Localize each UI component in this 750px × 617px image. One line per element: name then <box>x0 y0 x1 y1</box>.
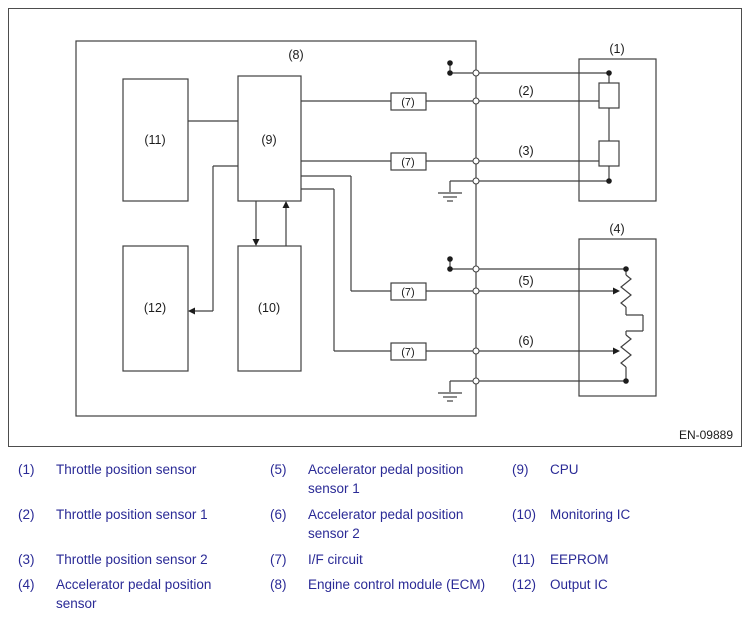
monitoring-ic-box <box>237 245 302 372</box>
legend-item-number: (4) <box>18 577 35 593</box>
legend-item-number: (12) <box>512 577 537 593</box>
ref-code: EN-09889 <box>679 428 733 442</box>
schematic-diagram: (8) (11) (9) (12) (10) (7) (7) (7) (7) (… <box>75 40 733 442</box>
legend-item: (2) Throttle position sensor 1 <box>18 506 270 544</box>
eeprom-box <box>122 78 189 202</box>
resistor-element-2 <box>598 140 620 167</box>
legend-item-label: Throttle position sensor 1 <box>56 506 208 522</box>
legend-item-label: Engine control module (ECM) <box>308 577 486 593</box>
legend-item-label: Output IC <box>550 577 608 593</box>
monitoring-ic-label: (10) <box>258 301 280 315</box>
junction-dots <box>447 60 629 384</box>
legend-item-label: Monitoring IC <box>550 506 631 522</box>
cpu-box <box>237 75 302 202</box>
cpu-output-ic-route <box>188 165 238 315</box>
legend-item-label: Accelerator pedal position sensor 2 <box>308 506 464 541</box>
ground-symbol-top <box>438 192 462 202</box>
cpu-monitoring-arrows <box>252 201 290 246</box>
legend-item: (7) I/F circuit <box>270 551 512 570</box>
legend-item-label: CPU <box>550 462 579 477</box>
legend-item-number: (6) <box>270 506 287 522</box>
legend-item-number: (8) <box>270 577 287 593</box>
throttle-sensor-internals <box>598 73 620 181</box>
diagram-frame: (8) (11) (9) (12) (10) (7) (7) (7) (7) (… <box>8 8 742 447</box>
eeprom-label: (11) <box>144 133 165 147</box>
legend-item-label: EEPROM <box>550 551 609 567</box>
legend-item-number: (3) <box>18 551 35 567</box>
legend-item-label: Accelerator pedal position sensor 1 <box>308 462 464 496</box>
legend: (1) Throttle position sensor (5) Acceler… <box>8 447 742 614</box>
throttle-sensor-label: (1) <box>609 42 624 56</box>
legend-item-number: (10) <box>512 506 537 522</box>
legend-item: (12) Output IC <box>512 576 740 614</box>
potentiometer-1 <box>620 274 632 308</box>
legend-item-label: I/F circuit <box>308 551 363 567</box>
ecm-label: (8) <box>288 48 303 62</box>
if-circuit-label-2: (7) <box>401 157 414 169</box>
wire-label-throttle-1: (2) <box>518 84 533 98</box>
legend-item-number: (5) <box>270 462 287 477</box>
legend-item: (8) Engine control module (ECM) <box>270 576 512 614</box>
cpu-label: (9) <box>261 133 276 147</box>
potentiometer-2 <box>620 334 632 368</box>
legend-item: (11) EEPROM <box>512 551 740 570</box>
legend-item: (9) CPU <box>512 461 740 499</box>
wire-label-accel-1: (5) <box>518 274 533 288</box>
throttle-sensor-box <box>578 58 657 202</box>
legend-item-number: (1) <box>18 462 35 477</box>
accel-sensor-label: (4) <box>609 222 624 236</box>
if-circuit-label-1: (7) <box>401 97 414 109</box>
if-circuit-label-4: (7) <box>401 347 414 359</box>
ground-symbol-bottom <box>438 392 462 402</box>
legend-item: (4) Accelerator pedal position sensor <box>18 576 270 614</box>
legend-item: (6) Accelerator pedal position sensor 2 <box>270 506 512 544</box>
accel-sensor-box <box>578 238 657 397</box>
accel-sensor-internals <box>620 269 644 381</box>
legend-item: (1) Throttle position sensor <box>18 461 270 499</box>
resistor-element-1 <box>598 82 620 109</box>
legend-item-number: (2) <box>18 506 35 522</box>
output-ic-label: (12) <box>144 301 166 315</box>
legend-item: (3) Throttle position sensor 2 <box>18 551 270 570</box>
legend-item-number: (7) <box>270 551 287 567</box>
ecm-box <box>75 40 477 417</box>
wire-accel-signal-1 <box>301 175 620 295</box>
wire-accel-signal-2 <box>301 188 620 355</box>
legend-item-label: Throttle position sensor 2 <box>56 551 208 567</box>
wire-label-throttle-2: (3) <box>518 144 533 158</box>
if-circuit-label-3: (7) <box>401 287 414 299</box>
wire-label-accel-2: (6) <box>518 334 533 348</box>
legend-item-number: (11) <box>512 551 536 567</box>
legend-item-label: Throttle position sensor <box>56 462 197 477</box>
legend-item-number: (9) <box>512 462 529 477</box>
legend-item: (10) Monitoring IC <box>512 506 740 544</box>
legend-item: (5) Accelerator pedal position sensor 1 <box>270 461 512 499</box>
legend-item-label: Accelerator pedal position sensor <box>56 577 212 612</box>
ecm-terminals <box>472 69 480 385</box>
